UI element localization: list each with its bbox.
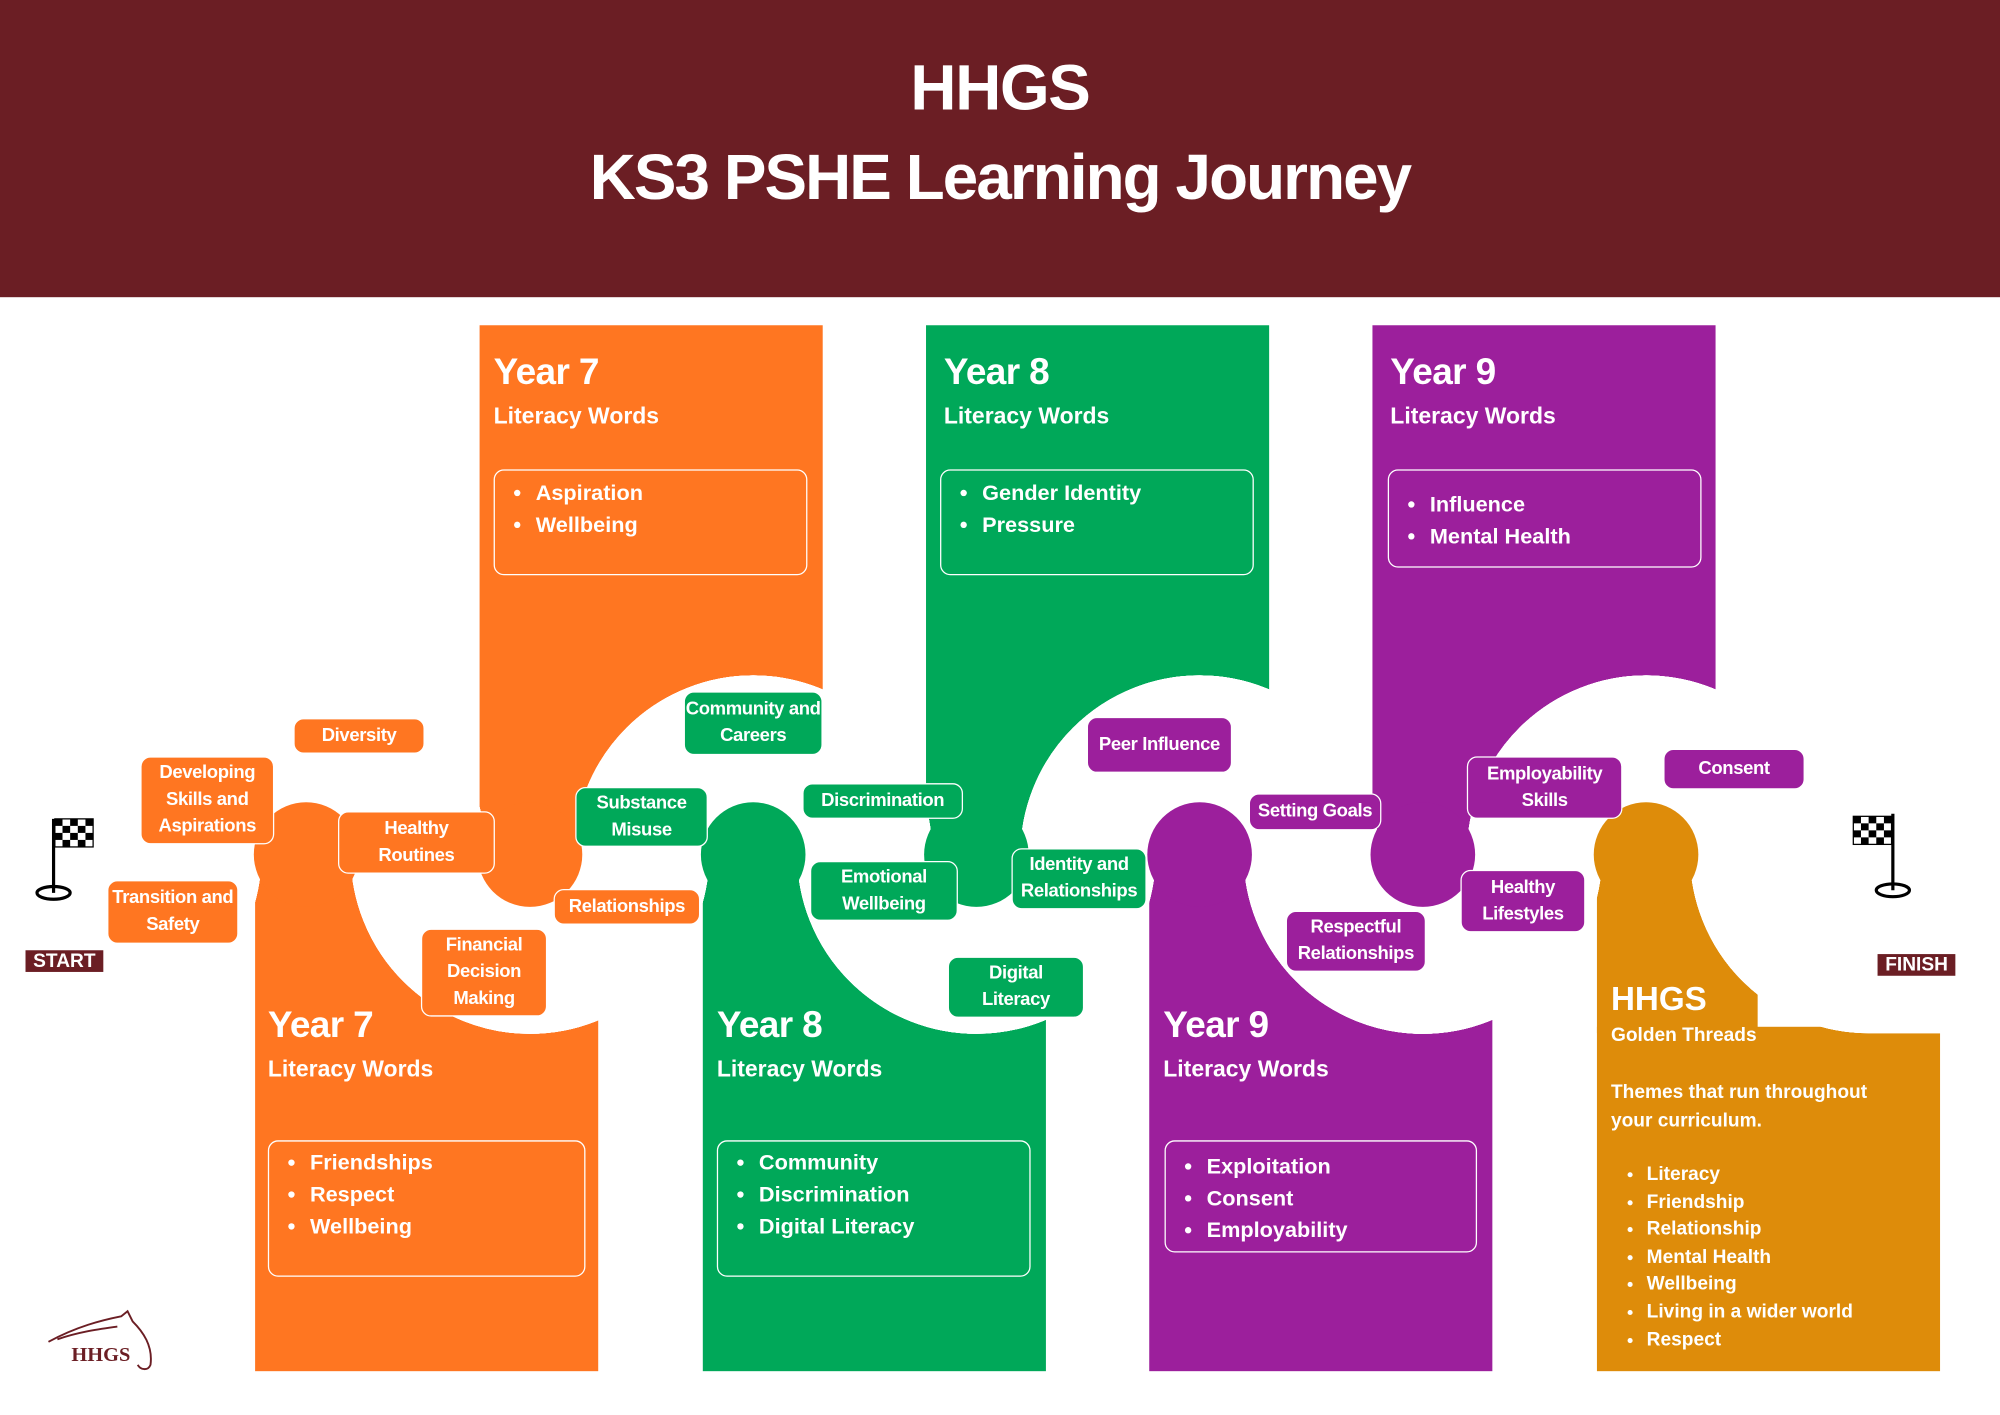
topic-label: Financial Decision Making bbox=[420, 928, 548, 1017]
literacy-word: Respect bbox=[310, 1179, 584, 1211]
arch-hole bbox=[700, 802, 806, 907]
literacy-word: Consent bbox=[1207, 1182, 1476, 1214]
topic-label: Substance Misuse bbox=[575, 786, 708, 847]
start-flag-icon bbox=[35, 818, 94, 901]
golden-thread-item: Literacy bbox=[1647, 1161, 1917, 1189]
topic-label: Diversity bbox=[293, 718, 425, 754]
finish-flag-icon bbox=[1852, 813, 1912, 899]
topic-label: Healthy Lifestyles bbox=[1460, 869, 1586, 933]
year9-top-heading: Year 9 bbox=[1390, 352, 1496, 393]
literacy-word: Wellbeing bbox=[536, 509, 806, 541]
finish-label: FINISH bbox=[1877, 954, 1956, 976]
header-title: HHGS bbox=[910, 52, 1090, 124]
arch-hole bbox=[253, 802, 359, 907]
year7-top-words-box: AspirationWellbeing bbox=[493, 469, 808, 576]
school-logo-text: HHGS bbox=[71, 1344, 131, 1367]
topic-label: Relationships bbox=[553, 889, 701, 925]
year8-top-words-box: Gender IdentityPressure bbox=[940, 469, 1254, 576]
literacy-word: Friendships bbox=[310, 1147, 584, 1179]
year7-bottom-subtitle: Literacy Words bbox=[267, 1056, 434, 1082]
topic-label: Healthy Routines bbox=[338, 811, 495, 874]
arch-hole bbox=[1370, 802, 1476, 907]
year7-bottom-heading: Year 7 bbox=[267, 1005, 374, 1046]
literacy-word: Wellbeing bbox=[310, 1210, 584, 1242]
topic-label: Employability Skills bbox=[1466, 756, 1623, 819]
topic-label: Emotional Wellbeing bbox=[809, 860, 958, 921]
year9-top-subtitle: Literacy Words bbox=[1390, 403, 1556, 429]
topic-label: Digital Literacy bbox=[947, 956, 1085, 1018]
year8-top-subtitle: Literacy Words bbox=[943, 403, 1110, 429]
golden-thread-item: Living in a wider world bbox=[1647, 1298, 1917, 1326]
literacy-word: Community bbox=[759, 1147, 1029, 1179]
golden-threads-intro: Themes that run throughout your curricul… bbox=[1610, 1081, 1868, 1131]
literacy-word: Pressure bbox=[982, 509, 1252, 541]
golden-panel bbox=[1596, 1026, 1941, 1372]
golden-threads-subtitle: Golden Threads bbox=[1610, 1024, 1757, 1046]
year9-bottom-subtitle: Literacy Words bbox=[1163, 1056, 1329, 1082]
topic-label: Peer Influence bbox=[1086, 716, 1233, 773]
golden-thread-item: Mental Health bbox=[1647, 1243, 1917, 1271]
arch-hole bbox=[1147, 802, 1252, 907]
topic-label: Transition and Safety bbox=[107, 880, 239, 944]
year8-bottom-heading: Year 8 bbox=[716, 1005, 823, 1046]
arch-hole bbox=[1593, 802, 1699, 907]
year9-bottom-words-box: ExploitationConsentEmployability bbox=[1164, 1140, 1478, 1253]
topic-label: Identity and Relationships bbox=[1011, 848, 1147, 910]
literacy-word: Digital Literacy bbox=[759, 1210, 1029, 1242]
literacy-word: Mental Health bbox=[1430, 520, 1700, 552]
year7-top-subtitle: Literacy Words bbox=[493, 403, 660, 429]
topic-label: Community and Careers bbox=[683, 691, 823, 756]
header-banner: HHGS KS3 PSHE Learning Journey bbox=[0, 0, 2000, 298]
school-logo-icon bbox=[48, 1309, 152, 1371]
start-label: START bbox=[25, 950, 104, 972]
topic-label: Developing Skills and Aspirations bbox=[140, 756, 275, 845]
year7-bottom-words-box: FriendshipsRespectWellbeing bbox=[267, 1140, 586, 1277]
literacy-word: Exploitation bbox=[1207, 1151, 1476, 1183]
topic-label: Respectful Relationships bbox=[1285, 910, 1427, 972]
year7-top-heading: Year 7 bbox=[493, 352, 600, 393]
literacy-word: Gender Identity bbox=[982, 477, 1252, 509]
golden-thread-item: Wellbeing bbox=[1647, 1271, 1917, 1299]
topic-label: Setting Goals bbox=[1248, 793, 1382, 831]
literacy-word: Aspiration bbox=[536, 477, 806, 509]
golden-threads-list: Literacy Friendship Relationship Mental … bbox=[1611, 1161, 1917, 1354]
topic-label: Discrimination bbox=[802, 783, 964, 819]
literacy-word: Influence bbox=[1430, 489, 1700, 521]
golden-thread-item: Relationship bbox=[1647, 1216, 1917, 1244]
literacy-word: Employability bbox=[1207, 1214, 1476, 1246]
year8-bottom-subtitle: Literacy Words bbox=[716, 1056, 883, 1082]
year9-top-words-box: InfluenceMental Health bbox=[1387, 469, 1702, 568]
year8-top-heading: Year 8 bbox=[943, 352, 1050, 393]
golden-threads-heading: HHGS bbox=[1610, 979, 1707, 1018]
topic-label: Consent bbox=[1663, 748, 1805, 790]
year9-bottom-heading: Year 9 bbox=[1163, 1005, 1269, 1046]
year8-bottom-words-box: CommunityDiscriminationDigital Literacy bbox=[716, 1140, 1031, 1277]
literacy-word: Discrimination bbox=[759, 1179, 1029, 1211]
header-subtitle: KS3 PSHE Learning Journey bbox=[589, 141, 1412, 214]
golden-thread-item: Friendship bbox=[1647, 1188, 1917, 1216]
golden-thread-item: Respect bbox=[1647, 1326, 1917, 1354]
arch-hole bbox=[477, 802, 583, 907]
